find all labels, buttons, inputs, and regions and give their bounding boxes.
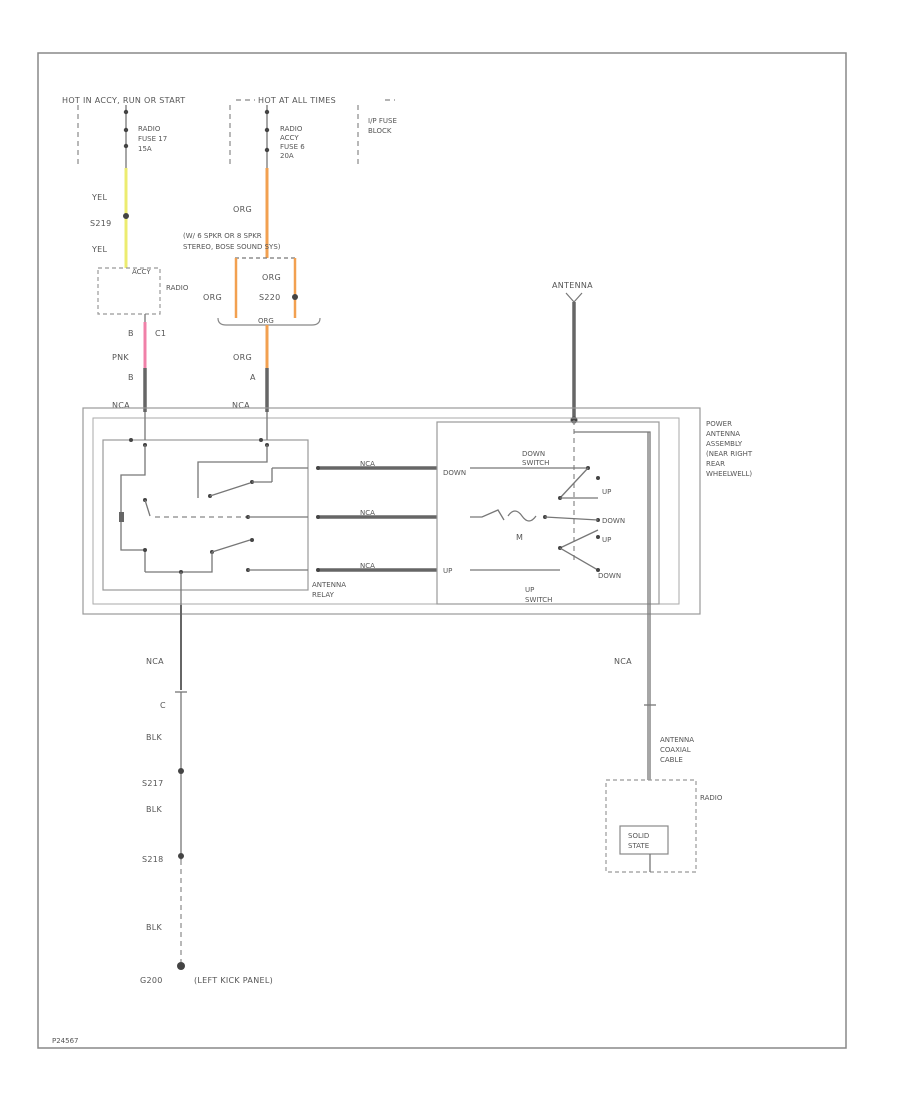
hot-run-label: HOT IN ACCY, RUN OR START: [62, 96, 185, 105]
connector-b-lower: B: [128, 373, 134, 382]
fuse17-label-1: RADIO: [138, 125, 161, 133]
fuse6-label-2: ACCY: [280, 134, 299, 142]
fuse6-label-1: RADIO: [280, 125, 303, 133]
down-switch-label-2: SWITCH: [522, 459, 549, 467]
assembly-label-1: POWER: [706, 420, 732, 428]
solid-state-label-1: SOLID: [628, 832, 649, 840]
motor-label: M: [516, 533, 523, 542]
splice-s219-label: S219: [90, 219, 112, 228]
switch-box: [436, 421, 660, 605]
blk-label-3: BLK: [146, 923, 163, 932]
speaker-note-1: (W/ 6 SPKR OR 8 SPKR: [183, 232, 262, 240]
nca-label-center-top: NCA: [232, 401, 250, 410]
radio-box: [605, 779, 697, 873]
nca-label-left-top: NCA: [112, 401, 130, 410]
ground-location-label: (LEFT KICK PANEL): [194, 976, 273, 985]
ip-fuse-block-label-1: I/P FUSE: [368, 117, 397, 125]
pnk-wire-label: PNK: [112, 353, 129, 362]
relay-down-label: DOWN: [443, 469, 466, 477]
relay-label-2: RELAY: [312, 591, 335, 599]
relay-up-label: UP: [443, 567, 452, 575]
diagram-frame: [37, 52, 847, 1049]
solid-state-box: [619, 825, 669, 855]
relay-label-1: ANTENNA: [312, 581, 346, 589]
splice-s219: [123, 213, 129, 219]
org-branch-right-label: ORG: [262, 273, 281, 282]
ground-g200: [177, 962, 185, 970]
nca-label-motor-wire: NCA: [360, 509, 375, 517]
splice-s218: [178, 853, 184, 859]
assembly-label-2: ANTENNA: [706, 430, 740, 438]
radio-label-lower: RADIO: [700, 794, 723, 802]
splice-s218-label: S218: [142, 855, 164, 864]
relay-coil: [119, 512, 124, 522]
splice-s220: [292, 294, 298, 300]
nca-label-down-wire: NCA: [360, 460, 375, 468]
fuse6-label-4: 20A: [280, 152, 294, 160]
assembly-label-4: (NEAR RIGHT: [706, 450, 753, 458]
switch-down-label-1: DOWN: [602, 517, 625, 525]
up-switch-label-1: UP: [525, 586, 534, 594]
fuse17-label-2: FUSE 17: [138, 135, 167, 143]
coax-label-1: ANTENNA: [660, 736, 694, 744]
connector-b-upper: B: [128, 329, 134, 338]
radio-label-upper: RADIO: [166, 284, 189, 292]
radio-pin-label: ACCY: [132, 268, 151, 276]
yel-wire-label-top: YEL: [91, 193, 108, 202]
splice-s217-label: S217: [142, 779, 164, 788]
up-switch-label-2: SWITCH: [525, 596, 552, 604]
fuse17-label-3: 15A: [138, 145, 152, 153]
yel-wire-label-bottom: YEL: [91, 245, 108, 254]
assembly-label-5: REAR: [706, 460, 725, 468]
connector-c1-label: C1: [155, 329, 166, 338]
motor-symbol: [507, 510, 537, 522]
switch-down-label-2: DOWN: [598, 572, 621, 580]
coax-label-2: COAXIAL: [660, 746, 691, 754]
power-antenna-assembly-box: [82, 407, 701, 615]
splice-s220-label: S220: [259, 293, 281, 302]
ground-id-label: G200: [140, 976, 163, 985]
coax-label-3: CABLE: [660, 756, 683, 764]
blk-label-2: BLK: [146, 805, 163, 814]
assembly-label-6: WHEELWELL): [706, 470, 752, 478]
fuse6-label-3: FUSE 6: [280, 143, 305, 151]
switch-up-label-2: UP: [602, 536, 611, 544]
nca-label-up-wire: NCA: [360, 562, 375, 570]
nca-label-ground: NCA: [146, 657, 164, 666]
org-branch-left-label: ORG: [203, 293, 222, 302]
switch-up-label-1: UP: [602, 488, 611, 496]
speaker-note-2: STEREO, BOSE SOUND SYS): [183, 243, 281, 251]
hot-all-label: HOT AT ALL TIMES: [258, 96, 336, 105]
antenna-relay-box: [102, 439, 309, 591]
junction-org-label: ORG: [258, 317, 274, 325]
org-wire-label-top: ORG: [233, 205, 252, 214]
org-wire-label-lower: ORG: [233, 353, 252, 362]
connector-a-label: A: [250, 373, 256, 382]
ip-fuse-block-label-2: BLOCK: [368, 127, 392, 135]
assembly-label-3: ASSEMBLY: [706, 440, 743, 448]
radio-connector-box: [97, 267, 161, 315]
junction-bar: [217, 317, 321, 326]
nca-label-coax: NCA: [614, 657, 632, 666]
antenna-label: ANTENNA: [552, 281, 593, 290]
blk-label-1: BLK: [146, 733, 163, 742]
down-switch-label-1: DOWN: [522, 450, 545, 458]
reference-number: P24567: [52, 1037, 79, 1045]
connector-c-label: C: [160, 701, 166, 710]
solid-state-label-2: STATE: [628, 842, 649, 850]
splice-s217: [178, 768, 184, 774]
antenna-icon: [565, 292, 583, 303]
